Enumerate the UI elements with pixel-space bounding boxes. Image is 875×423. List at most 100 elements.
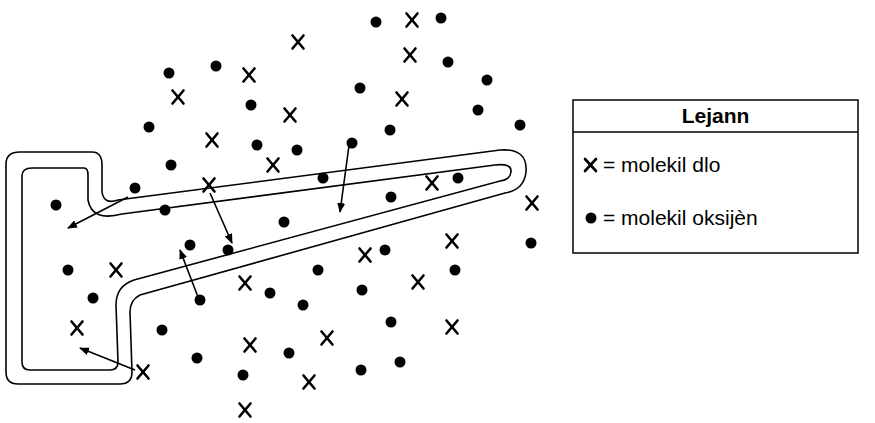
oxygen-molecule <box>453 173 464 184</box>
water-molecule <box>413 276 424 289</box>
oxygen-molecule <box>246 100 257 111</box>
water-stroke <box>322 332 333 345</box>
water-molecule <box>138 366 149 379</box>
legend-box <box>573 100 858 253</box>
water-stroke <box>447 235 458 248</box>
water-molecule <box>407 14 418 27</box>
water-stroke <box>447 235 458 248</box>
molecules <box>51 13 538 417</box>
oxygen-molecule <box>130 183 141 194</box>
water-stroke <box>304 376 315 389</box>
water-stroke <box>304 376 315 389</box>
water-stroke <box>322 332 333 345</box>
water-stroke <box>413 276 424 289</box>
diffusion-arrows <box>68 138 350 370</box>
water-molecule <box>360 249 371 262</box>
water-stroke <box>447 321 458 334</box>
tube-inner-wall <box>22 165 511 370</box>
legend-entry-slot: = molekil dlo <box>603 152 720 178</box>
water-stroke <box>397 93 408 106</box>
water-molecule <box>244 69 255 82</box>
water-stroke <box>138 366 149 379</box>
tube-outer-wall <box>6 150 526 384</box>
oxygen-molecule <box>195 295 206 306</box>
oxygen-molecule <box>211 61 222 72</box>
water-stroke <box>240 277 251 290</box>
diffusion-arrow <box>180 250 198 297</box>
water-stroke <box>407 14 418 27</box>
water-molecule <box>285 109 296 122</box>
water-molecule <box>447 321 458 334</box>
oxygen-molecule <box>526 238 537 249</box>
water-molecule <box>207 134 218 147</box>
water-molecule <box>240 404 251 417</box>
oxygen-molecule <box>238 370 249 381</box>
oxygen-molecule <box>371 17 382 28</box>
water-molecule <box>240 277 251 290</box>
water-stroke <box>405 49 416 62</box>
water-stroke <box>111 264 122 277</box>
water-stroke <box>72 322 83 335</box>
oxygen-molecule <box>284 348 295 359</box>
oxygen-molecule <box>265 288 276 299</box>
water-stroke <box>240 404 251 417</box>
oxygen-molecule <box>355 83 366 94</box>
oxygen-molecule <box>386 192 397 203</box>
oxygen-molecule <box>63 265 74 276</box>
water-stroke <box>527 197 538 210</box>
oxygen-molecule <box>515 120 526 131</box>
water-stroke <box>138 366 149 379</box>
water-stroke <box>285 109 296 122</box>
water-stroke <box>285 109 296 122</box>
oxygen-molecule <box>473 105 484 116</box>
water-stroke <box>413 276 424 289</box>
water-molecule <box>304 376 315 389</box>
water-molecule <box>527 197 538 210</box>
water-stroke <box>72 322 83 335</box>
water-stroke <box>207 134 218 147</box>
oxygen-molecule <box>51 200 62 211</box>
oxygen-molecule <box>223 245 234 256</box>
diffusion-arrow <box>80 348 135 370</box>
water-stroke <box>397 93 408 106</box>
oxygen-molecule <box>357 285 368 296</box>
oxygen-molecule <box>160 205 171 216</box>
oxygen-molecule <box>298 300 309 311</box>
water-stroke <box>245 339 256 352</box>
legend-water-sample <box>585 159 596 171</box>
legend-entry-slot: = molekil oksijèn <box>603 205 758 231</box>
oxygen-molecule <box>313 265 324 276</box>
water-stroke <box>245 339 256 352</box>
oxygen-molecule <box>292 145 303 156</box>
oxygen-molecule <box>385 125 396 136</box>
water-stroke <box>447 321 458 334</box>
oxygen-molecule <box>436 13 447 24</box>
diffusion-arrow <box>210 193 232 243</box>
water-stroke <box>268 159 279 172</box>
water-stroke <box>240 277 251 290</box>
water-molecule <box>447 235 458 248</box>
water-stroke <box>204 179 215 192</box>
water-stroke <box>360 249 371 262</box>
oxygen-molecule <box>185 240 196 251</box>
water-stroke <box>173 91 184 104</box>
oxygen-molecule <box>166 160 177 171</box>
water-molecule <box>72 322 83 335</box>
oxygen-molecule <box>157 325 168 336</box>
oxygen-molecule <box>395 357 406 368</box>
water-molecule <box>111 264 122 277</box>
oxygen-molecule <box>356 365 367 376</box>
water-stroke <box>293 36 304 49</box>
oxygen-molecule <box>164 68 175 79</box>
water-molecule <box>427 177 438 190</box>
oxygen-molecule <box>252 140 263 151</box>
oxygen-molecule <box>482 75 493 86</box>
water-molecule <box>173 91 184 104</box>
legend-entry: = molekil oksijèn <box>603 205 758 231</box>
water-stroke <box>427 177 438 190</box>
legend-entry: = molekil dlo <box>603 152 720 178</box>
water-molecule <box>245 339 256 352</box>
legend-oxygen-sample <box>586 213 597 224</box>
water-molecule <box>397 93 408 106</box>
oxygen-molecule <box>386 317 397 328</box>
